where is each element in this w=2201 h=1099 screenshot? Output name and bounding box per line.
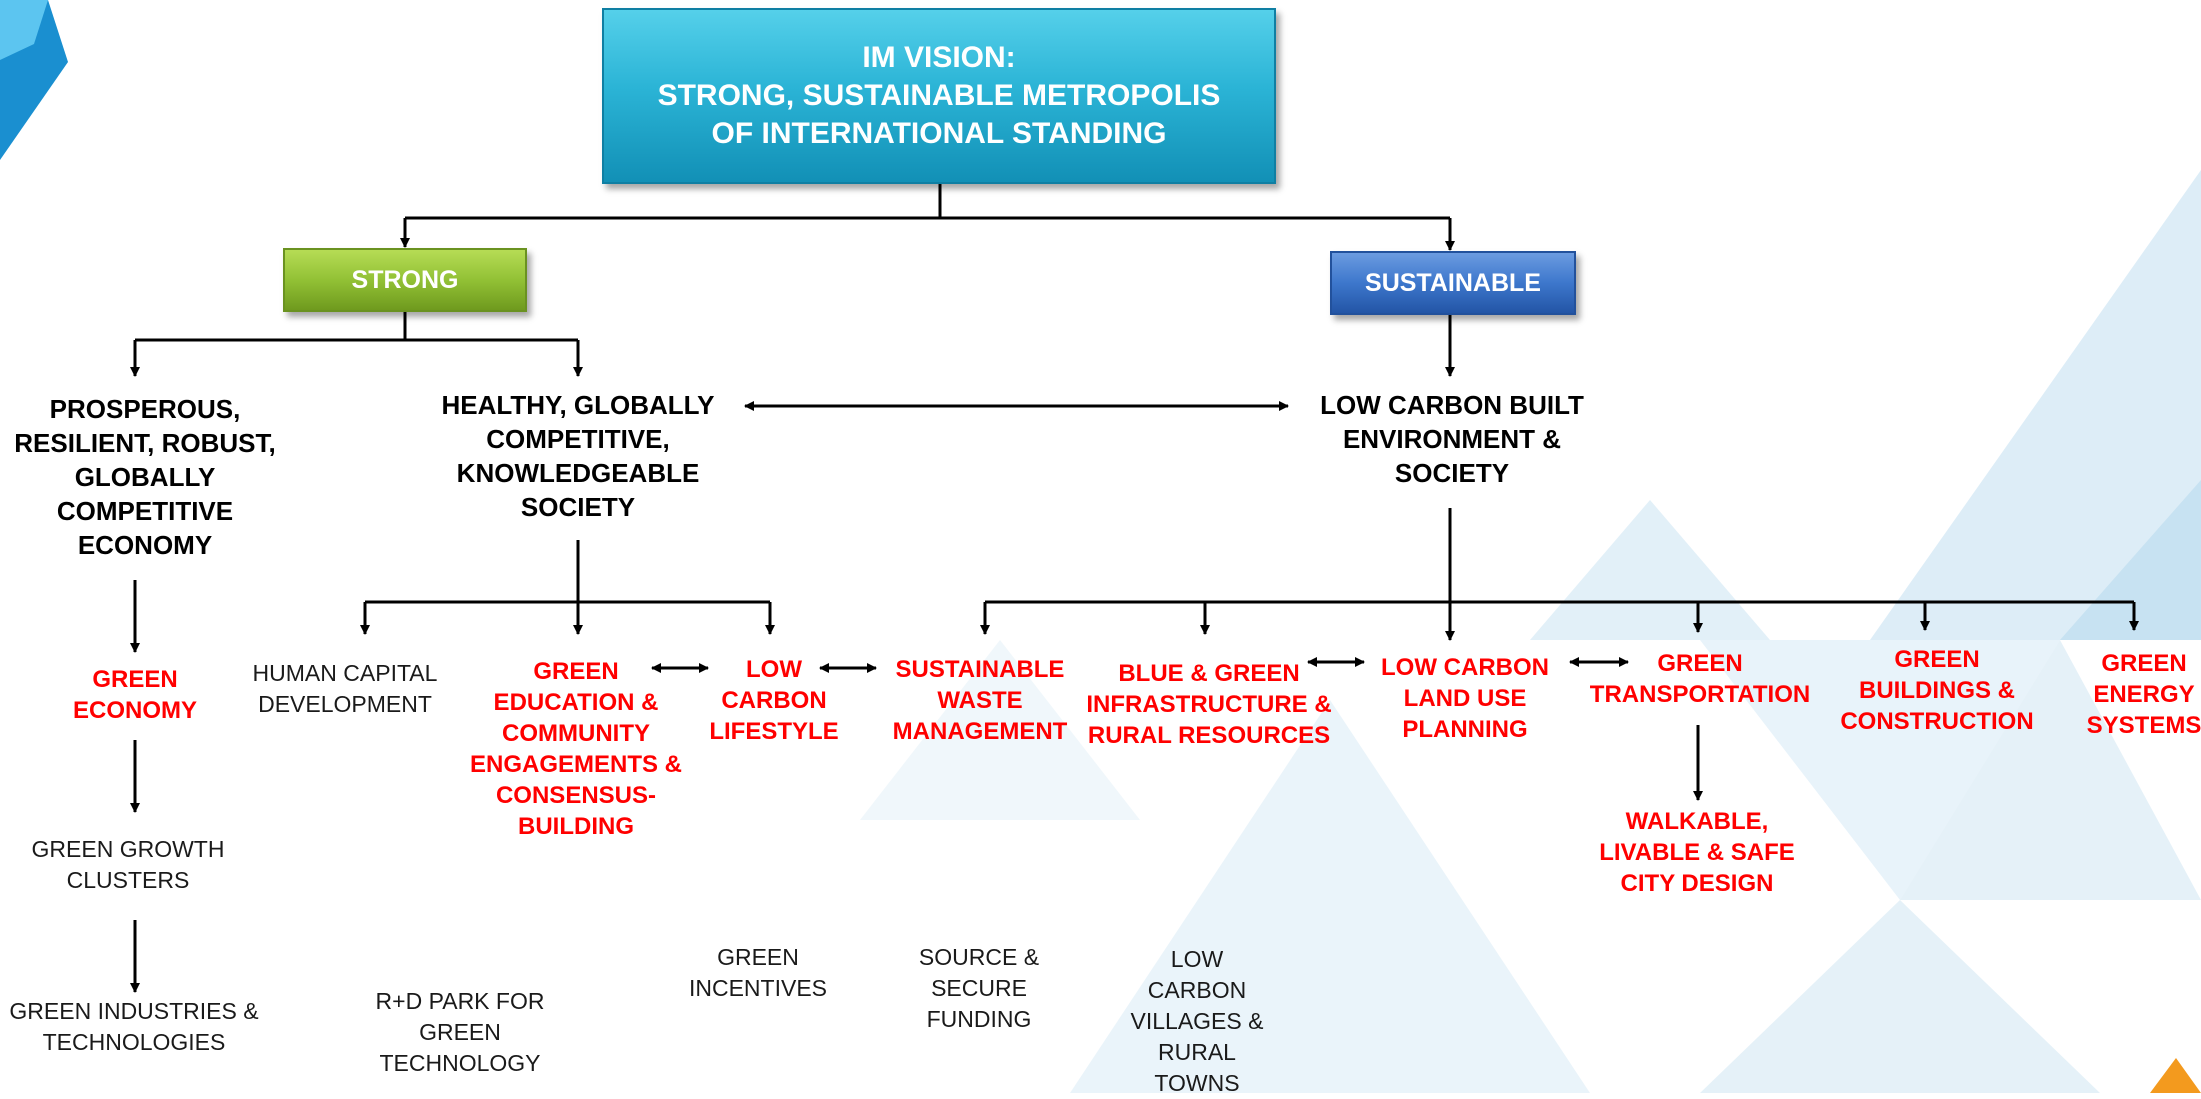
- bg-triangle: [2060, 480, 2201, 640]
- corner-logo-bottom: [2150, 1058, 2201, 1093]
- green-energy-node: GREEN ENERGY SYSTEMS: [2086, 650, 2201, 739]
- green-incentives-node: GREEN INCENTIVES: [688, 944, 828, 1001]
- sustainable-waste-node: SUSTAINABLE WASTE MANAGEMENT: [892, 656, 1068, 745]
- vision-line2: STRONG, SUSTAINABLE METROPOLIS: [657, 79, 1221, 112]
- bg-triangle: [860, 640, 1140, 820]
- low-carbon-villages-node: LOW CARBON VILLAGES & RURAL TOWNS: [1130, 946, 1264, 1096]
- bg-triangle: [1700, 640, 2060, 900]
- green-growth-clusters-node: GREEN GROWTH CLUSTERS: [31, 836, 225, 893]
- vision-box: IM VISION: STRONG, SUSTAINABLE METROPOLI…: [602, 8, 1276, 184]
- low-carbon-lifestyle-node: LOW CARBON LIFESTYLE: [709, 656, 839, 745]
- green-economy-node: GREEN ECONOMY: [72, 666, 198, 724]
- bg-triangle: [1900, 640, 2201, 900]
- bg-triangle: [1700, 900, 2100, 1093]
- bg-triangle: [1870, 170, 2201, 640]
- green-transportation-node: GREEN TRANSPORTATION: [1589, 650, 1811, 708]
- sustainable-box: SUSTAINABLE: [1330, 251, 1576, 315]
- source-funding-node: SOURCE & SECURE FUNDING: [918, 944, 1040, 1032]
- strong-box: STRONG: [283, 248, 527, 312]
- green-buildings-node: GREEN BUILDINGS & CONSTRUCTION: [1840, 646, 2034, 735]
- vision-line1: IM VISION:: [862, 41, 1016, 74]
- healthy-society-node: HEALTHY, GLOBALLY COMPETITIVE, KNOWLEDGE…: [441, 390, 715, 522]
- bg-triangle: [1530, 500, 1770, 640]
- green-education-node: GREEN EDUCATION & COMMUNITY ENGAGEMENTS …: [469, 658, 683, 840]
- green-industries-node: GREEN INDUSTRIES & TECHNOLOGIES: [9, 998, 259, 1055]
- prosperous-economy-node: PROSPEROUS, RESILIENT, ROBUST, GLOBALLY …: [14, 394, 276, 560]
- low-carbon-land-use-node: LOW CARBON LAND USE PLANNING: [1381, 654, 1549, 743]
- rd-park-node: R+D PARK FOR GREEN TECHNOLOGY: [375, 988, 545, 1076]
- human-capital-node: HUMAN CAPITAL DEVELOPMENT: [252, 660, 438, 717]
- blue-green-infrastructure-node: BLUE & GREEN INFRASTRUCTURE & RURAL RESO…: [1086, 660, 1332, 749]
- walkable-city-node: WALKABLE, LIVABLE & SAFE CITY DESIGN: [1599, 808, 1795, 897]
- sustainable-label: SUSTAINABLE: [1365, 268, 1541, 297]
- bg-triangle: [1070, 700, 1590, 1093]
- vision-line3: OF INTERNATIONAL STANDING: [711, 117, 1167, 150]
- low-carbon-built-environment-node: LOW CARBON BUILT ENVIRONMENT & SOCIETY: [1320, 390, 1584, 488]
- corner-logo-highlight: [0, 0, 48, 60]
- strong-label: STRONG: [351, 265, 459, 294]
